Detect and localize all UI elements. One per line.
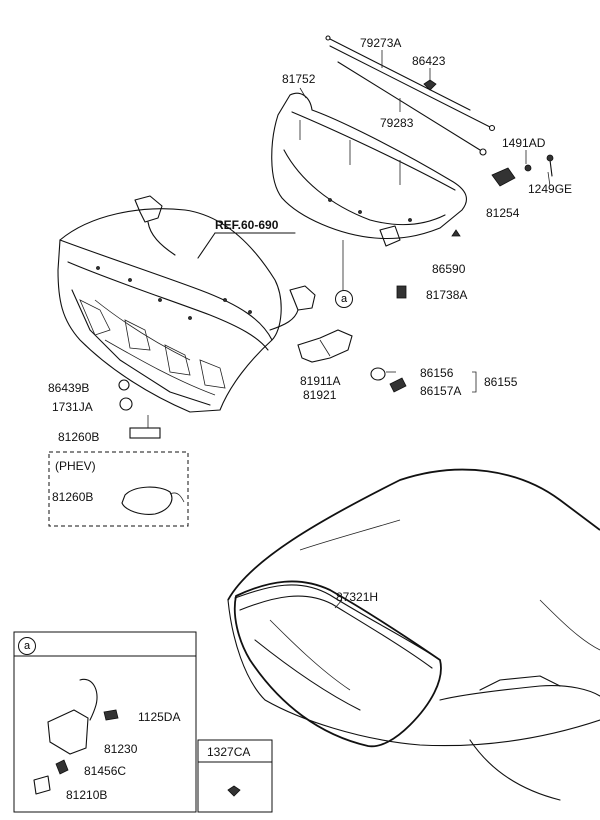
phev-label: (PHEV)	[55, 459, 96, 473]
part-label-81260B: 81260B	[58, 430, 100, 444]
detail-box-marker-a: a	[18, 637, 36, 655]
detail-box-a	[13, 631, 197, 813]
cable-79273A	[327, 37, 471, 111]
part-label-86423: 86423	[412, 54, 446, 68]
detail-marker-a: a	[335, 290, 353, 308]
bolt-1125DA	[103, 709, 119, 721]
part-label-81230: 81230	[104, 742, 138, 756]
bumper-86156	[370, 367, 386, 381]
ref-leader	[197, 232, 216, 259]
part-label-86157A: 86157A	[420, 384, 462, 398]
part-81260B	[129, 427, 161, 439]
part-label-86439B: 86439B	[48, 381, 90, 395]
part-81260B-phev	[121, 486, 173, 515]
plug-81738A	[396, 285, 407, 299]
weatherstrip-87321H	[233, 580, 442, 748]
bracket-81911A	[297, 329, 353, 363]
part-label-81911A: 81911A	[300, 374, 341, 388]
part-label-81752: 81752	[282, 72, 316, 86]
bolt-81456C	[55, 759, 69, 775]
part-label-81260B-phev: 81260B	[52, 490, 94, 504]
part-label-86590: 86590	[432, 262, 466, 276]
part-label-1249GE: 1249GE	[528, 182, 573, 196]
reference-label: REF.60-690	[215, 218, 279, 232]
part-label-86156: 86156	[420, 366, 454, 380]
trim-panel-drawing	[271, 92, 468, 247]
trunk-lid-drawing	[57, 195, 316, 413]
part-label-1731JA: 1731JA	[52, 400, 93, 414]
part-label-1327CA: 1327CA	[207, 745, 251, 759]
screw-1491AD	[524, 164, 532, 172]
part-label-79273A: 79273A	[360, 36, 402, 50]
latch-81254	[491, 167, 516, 187]
cable-79283	[337, 61, 481, 151]
part-86439B	[118, 379, 130, 391]
box-1327CA	[197, 739, 273, 813]
part-label-81921: 81921	[303, 388, 337, 402]
part-label-81210B: 81210B	[66, 788, 108, 802]
clip-86590	[451, 229, 461, 237]
part-label-87321H: 87321H	[336, 590, 379, 604]
bumper-86157A	[389, 377, 407, 393]
car-body-drawing	[227, 468, 600, 801]
part-label-1491AD: 1491AD	[502, 136, 546, 150]
striker-81210B	[33, 775, 51, 795]
part-label-81456C: 81456C	[84, 764, 127, 778]
latch-81230	[47, 709, 89, 755]
part-1731JA	[119, 397, 133, 411]
part-label-81738A: 81738A	[426, 288, 468, 302]
phev-box	[48, 451, 189, 527]
part-label-79283: 79283	[380, 116, 414, 130]
part-label-86155: 86155	[484, 375, 518, 389]
clip-1327CA	[227, 785, 241, 797]
part-label-81254: 81254	[486, 206, 520, 220]
cable-79273A-b	[329, 45, 493, 129]
part-label-1125DA: 1125DA	[138, 710, 181, 724]
clip-86423	[423, 79, 437, 91]
